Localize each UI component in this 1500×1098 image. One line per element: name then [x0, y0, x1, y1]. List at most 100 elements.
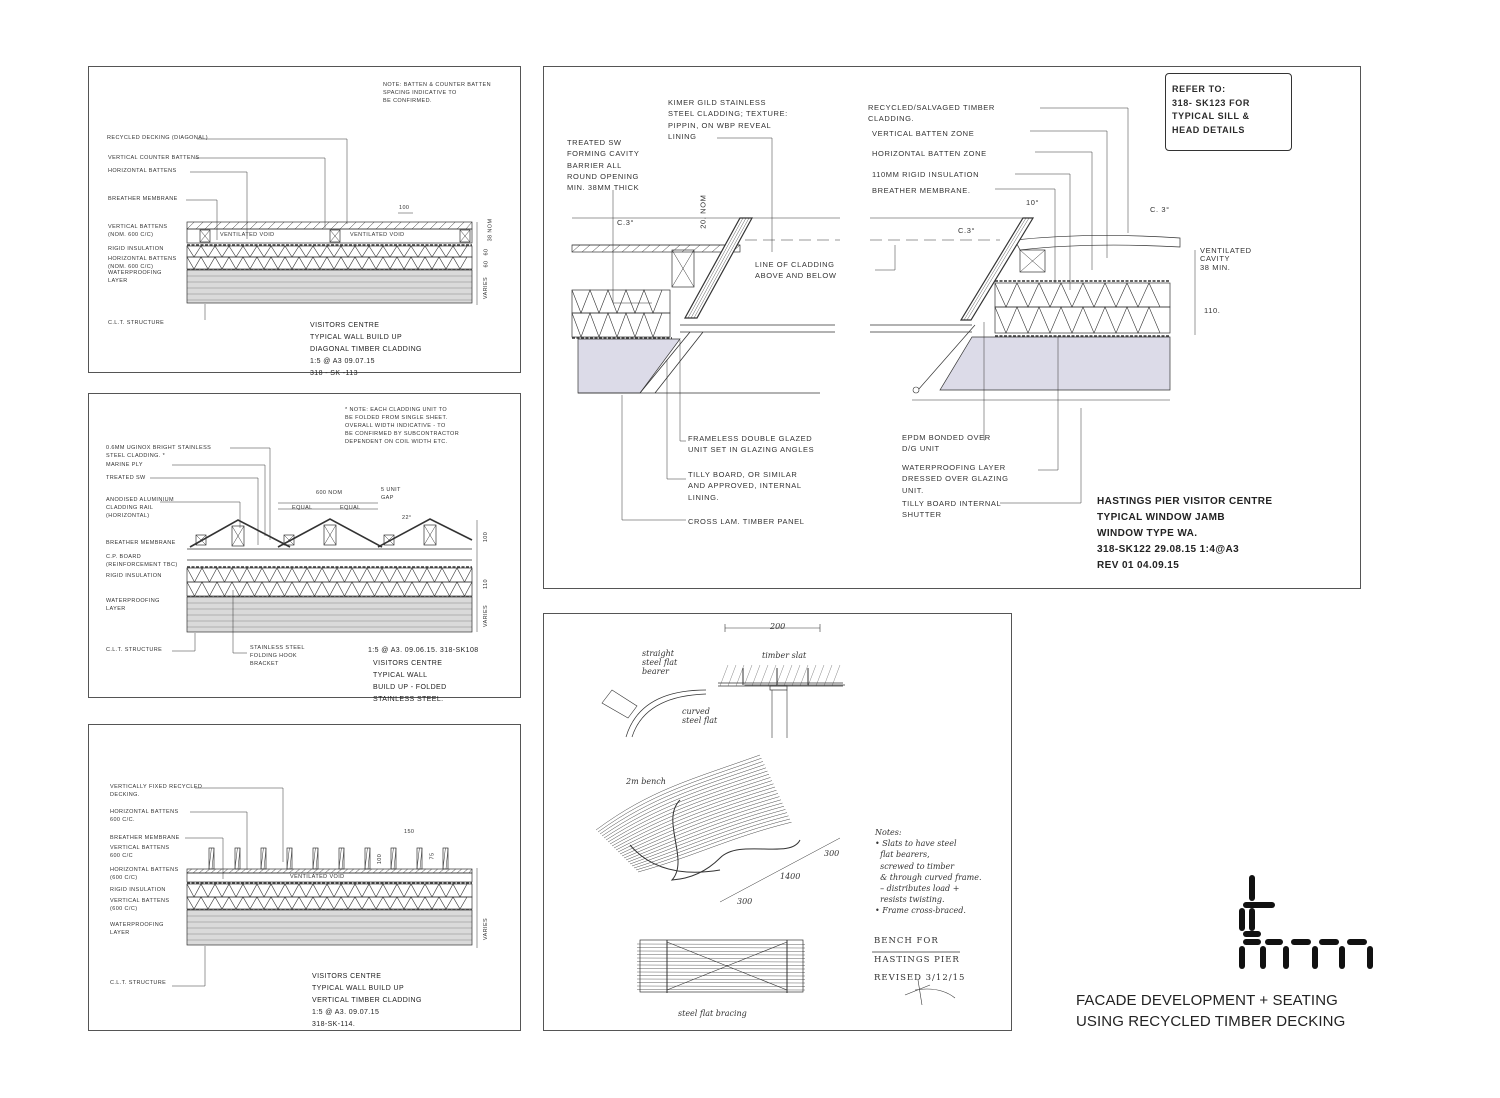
void-label: VENTILATED VOID [350, 232, 405, 238]
slat-hatch [743, 664, 753, 687]
label: STAINLESS STEEL FOLDING HOOK BRACKET [250, 645, 305, 667]
label: TREATED SW [106, 475, 146, 481]
cladding-hatch [270, 868, 276, 874]
cladding-hatch [420, 868, 426, 874]
cladding-hatch [204, 221, 213, 230]
sketch-panel-vertical-cladding [88, 724, 521, 1031]
leader-line [195, 787, 284, 862]
cladding-hatch [438, 221, 447, 230]
leader-line [232, 590, 247, 654]
dimension: c.3° [617, 218, 635, 227]
label: VERTICAL BATTENS (NOM. 600 C/C) [108, 224, 168, 238]
cladding-hatch [192, 868, 198, 874]
leader-line [150, 477, 259, 545]
cladding-hatch [294, 221, 303, 230]
sketch-panel-window-jamb [543, 66, 1361, 589]
void-label: VENTILATED VOID [290, 874, 345, 880]
cladding-hatch [681, 244, 691, 253]
ventilated-void [186, 228, 473, 244]
cladding-hatch [252, 868, 258, 874]
leader-line [1000, 408, 1082, 504]
dimension: 10° [1026, 198, 1040, 207]
bearer-detail [601, 689, 638, 719]
cladding-hatch [402, 868, 408, 874]
leader-line [195, 157, 326, 228]
bench-slat [611, 780, 773, 847]
cladding-hatch [348, 868, 354, 874]
vertical-decking-fin [442, 847, 446, 870]
label: HORIZONTAL BATTEN ZONE [872, 149, 987, 158]
slat-hatch [783, 664, 793, 687]
steel-flat-bracing [666, 941, 788, 991]
bench-slat [615, 786, 776, 851]
cladding-hatch [631, 244, 641, 253]
bench-slat [637, 821, 792, 873]
batten [423, 524, 437, 546]
dimension: VARIES [483, 604, 490, 628]
dimension: 600 NOM [316, 490, 343, 496]
insulation-layer [186, 896, 473, 910]
slat-hatch [831, 664, 841, 687]
leader-line [160, 501, 241, 528]
bench-slat [636, 947, 806, 949]
slat-hatch [815, 664, 825, 687]
bench-slat [603, 767, 767, 839]
dimension: 22° [402, 515, 412, 521]
bench-slat [636, 968, 806, 970]
leader-line [612, 190, 652, 304]
label: RIGID INSULATION [110, 887, 166, 893]
label: C.P. BOARD (REINFORCEMENT TBC) [106, 554, 178, 568]
batten [383, 534, 395, 546]
bench-slat [601, 764, 765, 837]
cladding-hatch [303, 221, 312, 230]
cladding-hatch [339, 221, 348, 230]
drawing-title: VISITORS CENTRE TYPICAL WALL BUILD UP DI… [310, 322, 422, 377]
cladding-hatch [258, 221, 267, 230]
leader-line [666, 360, 686, 480]
batten [383, 534, 395, 546]
dimension: 100 [399, 205, 410, 211]
clt-structure [186, 596, 473, 633]
leader-line [172, 633, 196, 652]
dimension: 38 NOM [487, 218, 494, 242]
cladding-hatch [591, 244, 601, 253]
cladding-hatch [312, 868, 318, 874]
drawing-reference: 1:5 @ A3. 09.06.15. 318-SK108 [368, 647, 479, 654]
cladding-hatch [581, 244, 591, 253]
label: RECYCLED DECKING (DIAGONAL) [107, 135, 208, 141]
label: TILLY BOARD, OR SIMILAR AND APPROVED, IN… [688, 470, 802, 502]
insulation-zigzag [186, 883, 468, 898]
batten [195, 534, 207, 546]
bench-slat [636, 971, 806, 973]
batten [323, 524, 337, 546]
dimension: 200 [770, 622, 786, 631]
bench-slat [595, 754, 761, 831]
vertical-decking-fin [312, 847, 316, 870]
leader-line [172, 464, 266, 536]
batten [195, 534, 207, 546]
batten [231, 525, 245, 547]
cladding-hatch [420, 221, 429, 230]
bench-plan [639, 939, 804, 993]
cladding-hatch [429, 221, 438, 230]
label: WATERPROOFING LAYER DRESSED OVER GLAZING… [902, 463, 1009, 495]
batten [199, 229, 211, 243]
batten [671, 249, 695, 288]
cladding-hatch [285, 221, 294, 230]
cladding-hatch [276, 221, 285, 230]
label: TILLY BOARD INTERNAL SHUTTER [902, 499, 1002, 520]
batten [329, 229, 341, 243]
label: C.L.T. STRUCTURE [106, 647, 163, 653]
note: * NOTE: EACH CLADDING UNIT TO BE FOLDED … [345, 407, 460, 445]
cladding-hatch [228, 868, 234, 874]
notes: Notes: • Slats to have steel flat bearer… [875, 828, 982, 916]
cladding-hatch [366, 868, 372, 874]
sheet-title: FACADE DEVELOPMENT + SEATING USING RECYC… [1076, 992, 1346, 1030]
clt-panel [939, 336, 1171, 391]
sketch-panel-folded-steel [88, 393, 521, 698]
insulation-zigzag [186, 896, 468, 910]
cladding-hatch [276, 868, 282, 874]
drawing-title: BENCH for HASTINGS PIER REVISED 3/12/15 [874, 936, 966, 984]
vertical-decking-fin [208, 847, 212, 870]
bench-slat [636, 982, 806, 984]
